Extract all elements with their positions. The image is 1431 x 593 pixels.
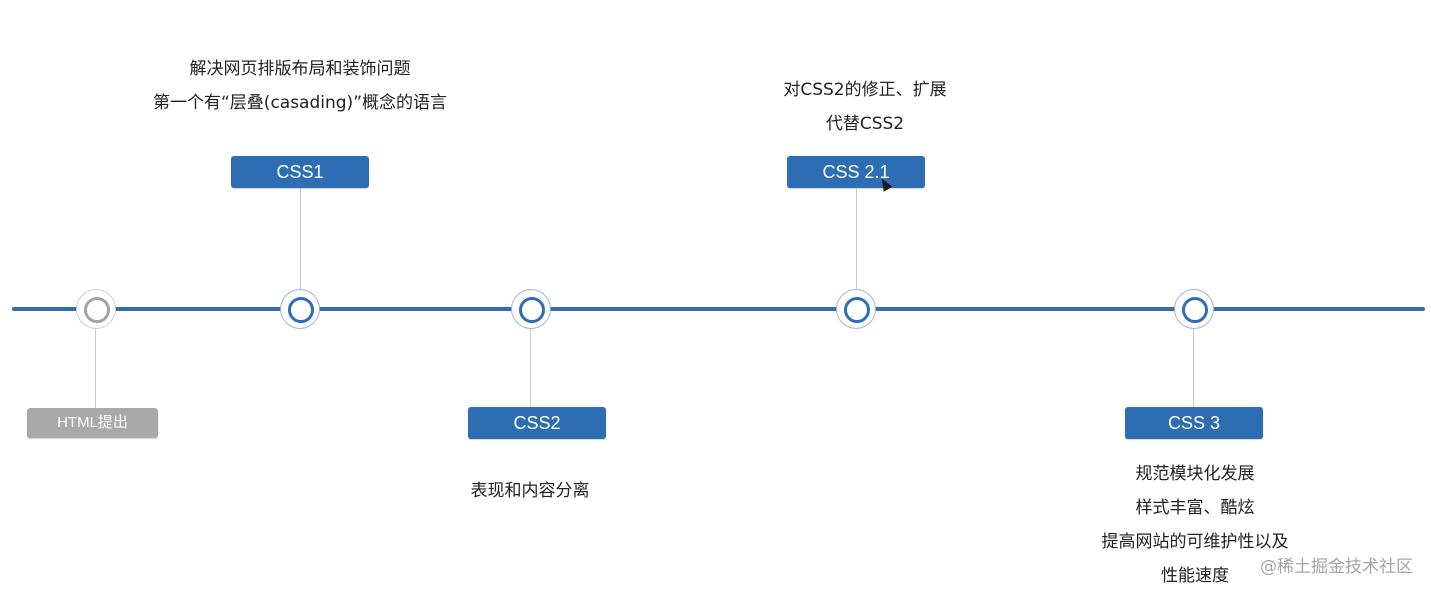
label-css2: CSS2 [468, 407, 606, 439]
notes-css3: 规范模块化发展 样式丰富、酷炫 提高网站的可维护性以及 性能速度 [1070, 457, 1320, 593]
timeline-node-css21 [836, 289, 876, 329]
notes-css1: 解决网页排版布局和装饰问题 第一个有“层叠(casading)”概念的语言 [140, 52, 460, 120]
watermark: @稀土掘金技术社区 [1260, 557, 1413, 577]
note-css3-line4: 性能速度 [1161, 566, 1229, 586]
timeline-node-html [76, 289, 116, 329]
label-css3: CSS 3 [1125, 407, 1263, 439]
note-css3-line3: 提高网站的可维护性以及 [1101, 532, 1289, 552]
label-css21: CSS 2.1 [787, 156, 925, 188]
timeline-node-css1 [280, 289, 320, 329]
note-css3-line1: 规范模块化发展 [1135, 464, 1255, 484]
note-css21-line1: 对CSS2的修正、扩展 [783, 80, 947, 100]
node-ring-icon [288, 297, 314, 323]
notes-css2: 表现和内容分离 [430, 474, 630, 508]
note-css3-line2: 样式丰富、酷炫 [1135, 498, 1255, 518]
note-css1-line1: 解决网页排版布局和装饰问题 [189, 59, 411, 79]
node-ring-icon [1182, 297, 1208, 323]
node-ring-icon [844, 297, 870, 323]
note-css2-line1: 表现和内容分离 [470, 481, 590, 501]
timeline-node-css3 [1174, 289, 1214, 329]
connector-css2 [530, 329, 531, 407]
notes-css21: 对CSS2的修正、扩展 代替CSS2 [720, 73, 1010, 141]
note-css1-line2: 第一个有“层叠(casading)”概念的语言 [153, 93, 447, 113]
connector-css21 [856, 188, 857, 290]
label-html: HTML提出 [27, 408, 158, 438]
timeline-node-css2 [511, 289, 551, 329]
label-css1: CSS1 [231, 156, 369, 188]
node-ring-icon [519, 297, 545, 323]
connector-css1 [300, 188, 301, 290]
timeline-axis [12, 307, 1425, 311]
connector-html [95, 328, 96, 408]
note-css21-line2: 代替CSS2 [825, 114, 905, 134]
node-ring-icon [84, 297, 110, 323]
connector-css3 [1193, 329, 1194, 407]
